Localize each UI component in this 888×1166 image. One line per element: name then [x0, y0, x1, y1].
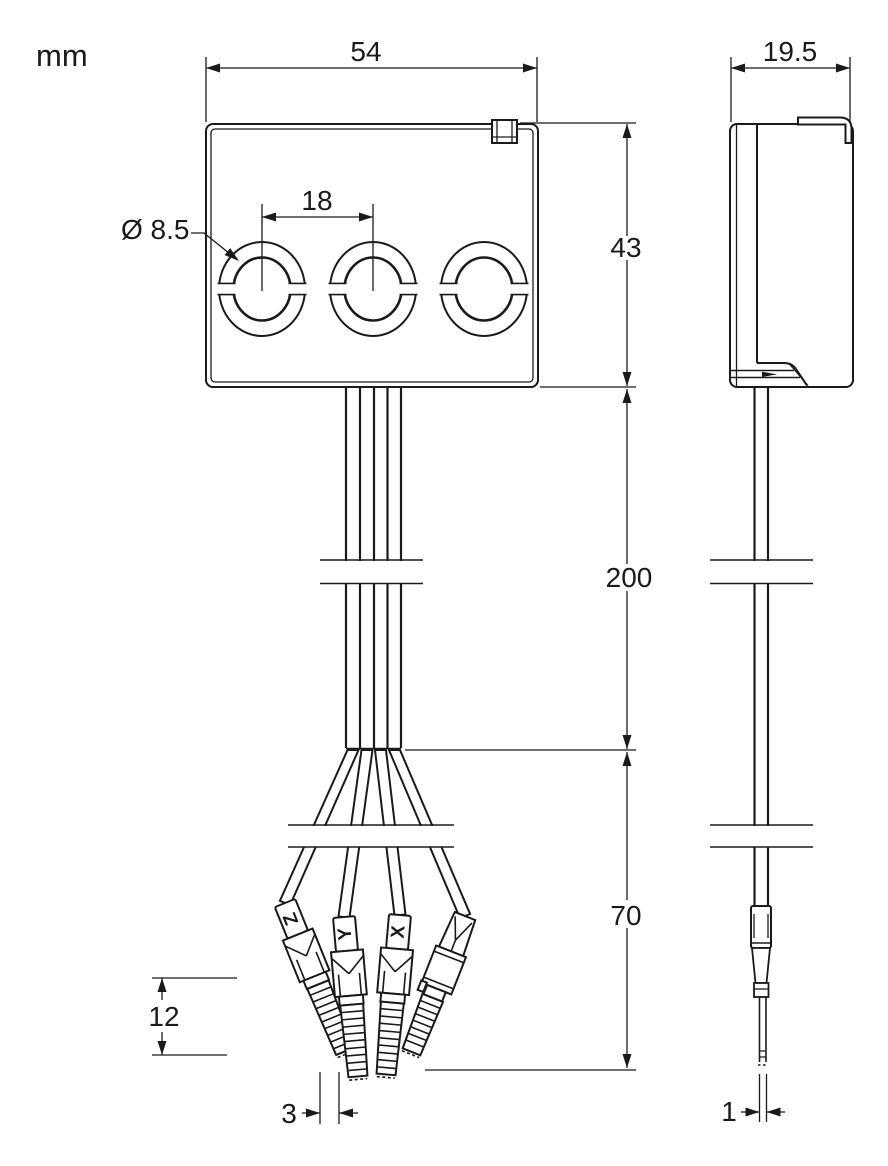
- dim-blade-thickness-label: 1: [721, 1096, 737, 1127]
- connector-4: [401, 910, 477, 1059]
- dim-body-depth-label: 19.5: [763, 36, 818, 67]
- dim-hole-diameter-label: Ø 8.5: [121, 214, 189, 245]
- dimensions: mm 54 19.5 18 Ø 8.5: [36, 36, 851, 1129]
- dim-hole-diameter: Ø 8.5: [121, 214, 239, 261]
- dim-cable-length-label: 200: [606, 562, 653, 593]
- dim-body-height: 43: [520, 122, 642, 388]
- connector-y: Y: [329, 915, 369, 1081]
- dim-body-height-label: 43: [610, 232, 641, 263]
- dim-body-width: 54: [205, 36, 538, 122]
- dim-hole-spacing: 18: [262, 185, 373, 222]
- dim-fanout-length-label: 70: [610, 900, 641, 931]
- break-symbols: [286, 559, 815, 848]
- dim-blade-thickness: 1: [721, 1074, 785, 1127]
- dim-cable-length: 200: [405, 389, 653, 751]
- dim-wire-tip-width: 3: [281, 1072, 358, 1129]
- break-side-upper: [710, 559, 813, 585]
- break-front-upper: [320, 559, 423, 585]
- side-cable: [753, 387, 770, 908]
- latch-pointer: [762, 371, 777, 377]
- wire-label-x: X: [388, 924, 410, 939]
- side-housing-outline: [729, 123, 854, 388]
- break-front-lower: [288, 824, 454, 848]
- break-side-lower: [710, 824, 813, 848]
- front-view: [205, 119, 539, 388]
- unit-label: mm: [36, 38, 88, 73]
- wire-tip-y: [349, 1077, 368, 1081]
- clip-front: [491, 119, 518, 144]
- side-view: [729, 116, 854, 1066]
- dim-hole-spacing-label: 18: [301, 185, 332, 216]
- wire-tip-z: [337, 1050, 355, 1059]
- wire-tip-x: [376, 1075, 395, 1079]
- connector-z: Z: [274, 898, 356, 1059]
- dim-ferrule-length: 12: [148, 977, 237, 1056]
- dim-body-depth: 19.5: [730, 36, 851, 122]
- dim-wire-tip-width-label: 3: [281, 1098, 297, 1129]
- connector-x: X: [375, 913, 415, 1079]
- hole-centerlines: [261, 204, 374, 291]
- front-housing-outline: [205, 123, 539, 388]
- grommet-3: [438, 241, 530, 337]
- dim-fanout-length: 70: [425, 752, 642, 1071]
- dim-ferrule-length-label: 12: [148, 1001, 179, 1032]
- front-housing-inner-edge: [210, 128, 534, 383]
- dim-body-width-label: 54: [350, 36, 381, 67]
- wire-label-y: Y: [334, 926, 356, 941]
- connector-side: [750, 905, 772, 1066]
